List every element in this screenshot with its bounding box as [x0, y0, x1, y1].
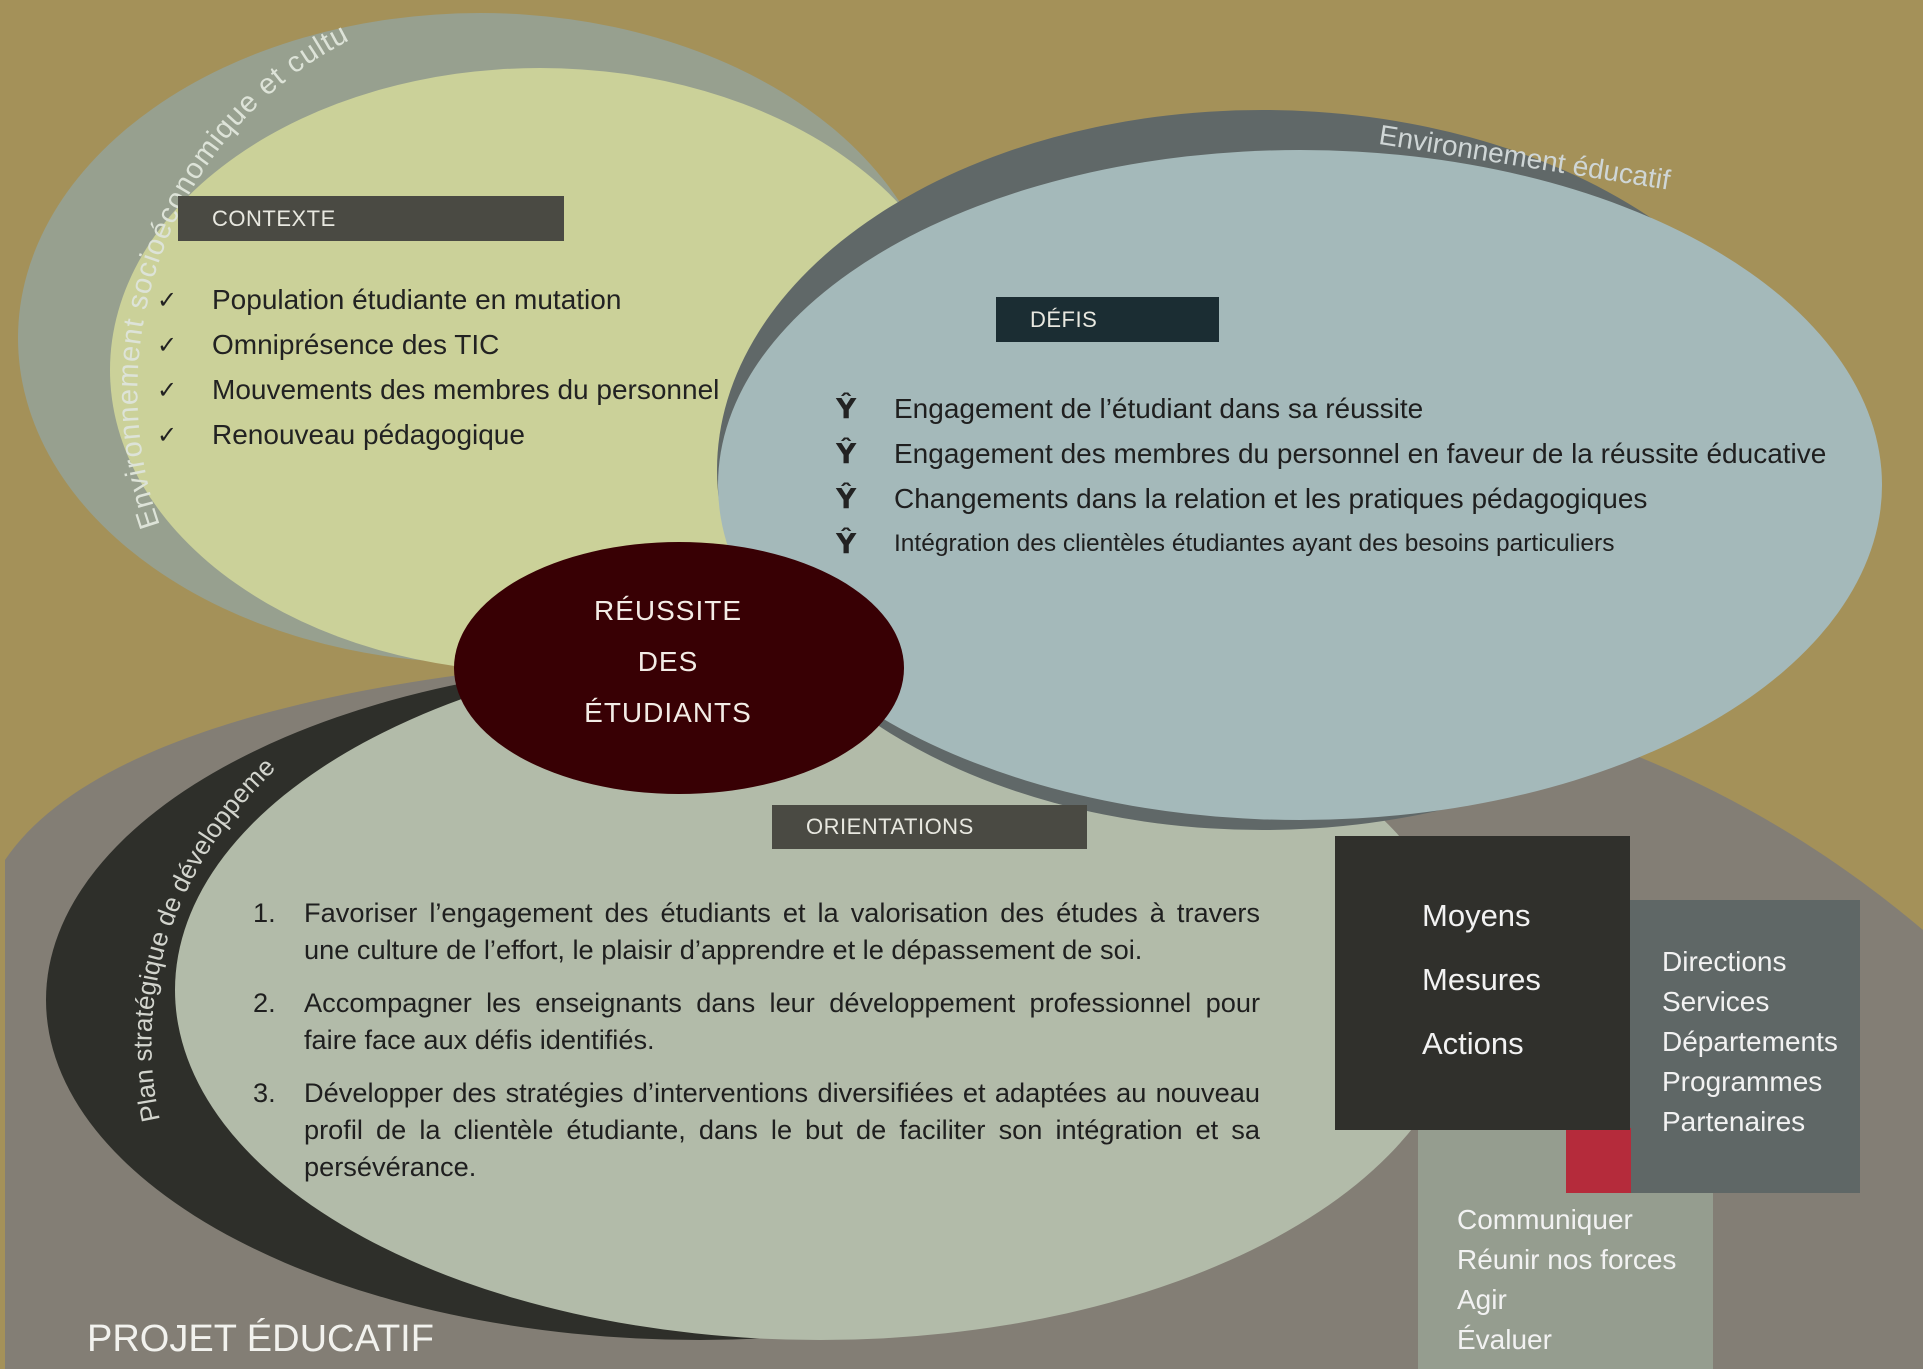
- contexte-item: ✓Population étudiante en mutation: [157, 283, 622, 315]
- means-item: Actions: [1422, 1026, 1524, 1061]
- fork-bullet-icon: Ŷ: [836, 527, 857, 560]
- orientations-label: ORIENTATIONS: [772, 805, 1087, 849]
- units-item: Programmes: [1662, 1066, 1823, 1097]
- units-item: Départements: [1662, 1026, 1838, 1057]
- units-item: Directions: [1662, 946, 1787, 977]
- contexte-item: ✓Renouveau pédagogique: [157, 418, 525, 450]
- means-item: Mesures: [1422, 962, 1541, 997]
- units-item: Services: [1662, 986, 1770, 1017]
- center-ellipse: [454, 542, 904, 794]
- fork-bullet-icon: Ŷ: [836, 392, 857, 425]
- verbs-list: Communiquer Réunir nos forces Agir Évalu…: [1457, 1200, 1676, 1360]
- verbs-item: Évaluer: [1457, 1324, 1552, 1355]
- means-list: Moyens Mesures Actions: [1422, 898, 1541, 1090]
- fork-bullet-icon: Ŷ: [836, 437, 857, 470]
- verbs-item: Agir: [1457, 1284, 1507, 1315]
- verbs-item: Communiquer: [1457, 1204, 1633, 1235]
- checkmark-icon: ✓: [157, 420, 178, 449]
- units-item: Partenaires: [1662, 1106, 1806, 1137]
- orientation-item: 2.Accompagner les enseignants dans leur …: [253, 987, 1260, 1055]
- verbs-item: Réunir nos forces: [1457, 1244, 1677, 1275]
- orientations-list: 1.Favoriser l’engagement des étudiants e…: [248, 894, 1260, 1201]
- footer-title: PROJET ÉDUCATIF: [87, 1318, 434, 1360]
- contexte-list: ✓Population étudiante en mutation ✓Omnip…: [157, 277, 719, 457]
- means-box: [1335, 836, 1630, 1130]
- units-list: Directions Services Départements Program…: [1662, 942, 1838, 1142]
- accent-red-block: [1566, 1128, 1631, 1193]
- defis-label: DÉFIS: [996, 297, 1219, 342]
- contexte-label: CONTEXTE: [178, 196, 564, 241]
- contexte-item: ✓Omniprésence des TIC: [157, 328, 500, 360]
- means-item: Moyens: [1422, 898, 1531, 933]
- units-box: [1630, 900, 1860, 1193]
- checkmark-icon: ✓: [157, 285, 178, 314]
- checkmark-icon: ✓: [157, 375, 178, 404]
- checkmark-icon: ✓: [157, 330, 178, 359]
- center-title: RÉUSSITE DES ÉTUDIANTS: [584, 595, 752, 728]
- orientation-item: 3.Développer des stratégies d’interventi…: [253, 1077, 1260, 1182]
- fork-bullet-icon: Ŷ: [836, 482, 857, 515]
- orientation-item: 1.Favoriser l’engagement des étudiants e…: [253, 897, 1260, 965]
- contexte-item: ✓Mouvements des membres du personnel: [157, 373, 720, 405]
